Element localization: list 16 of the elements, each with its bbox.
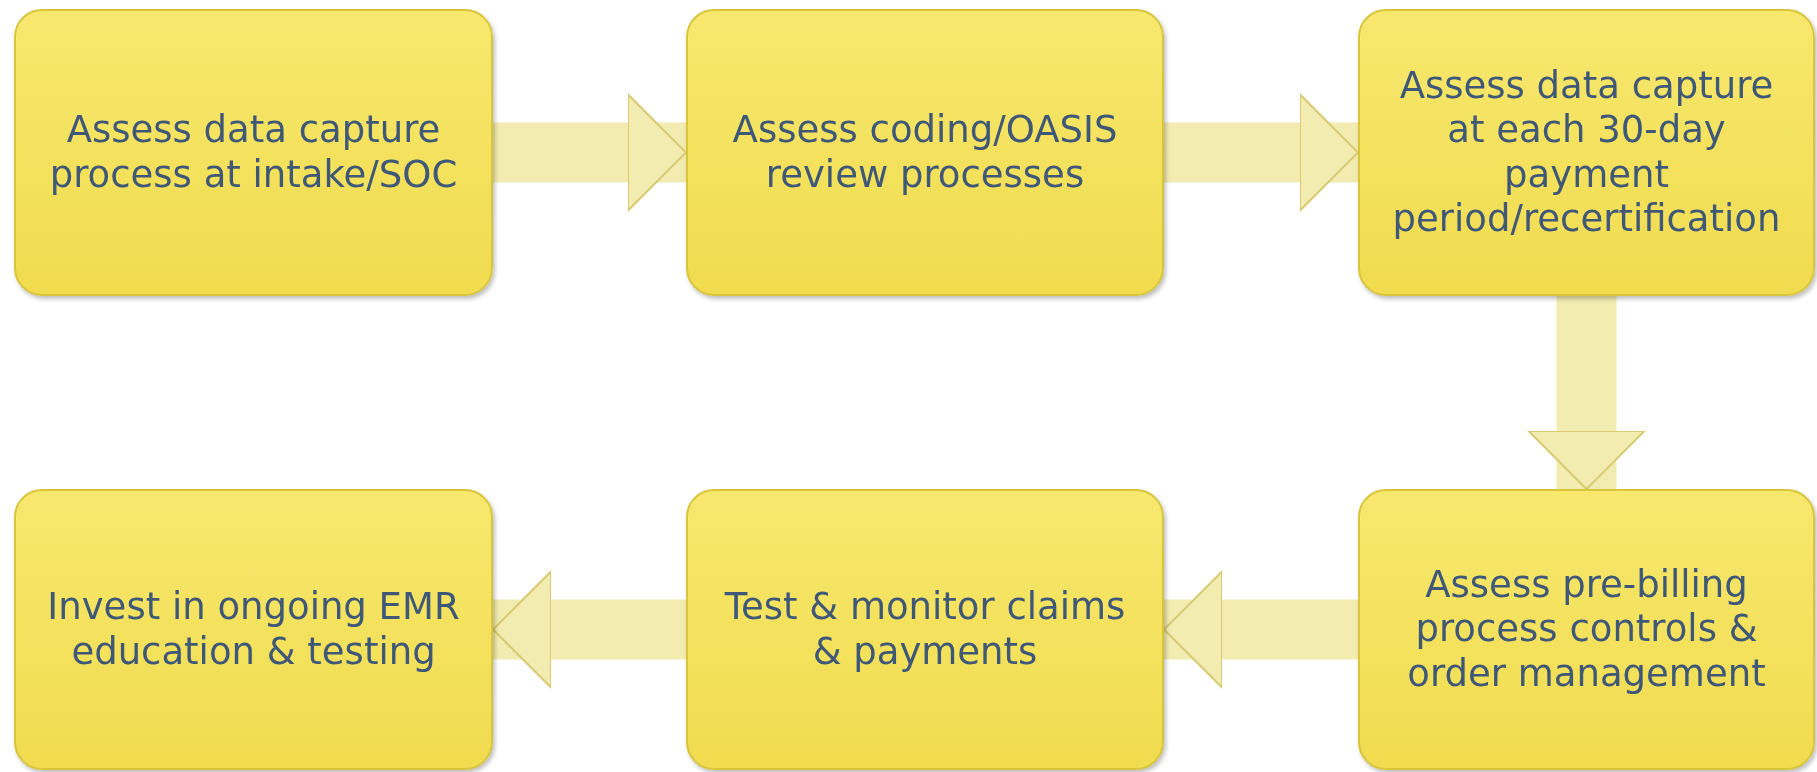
- process-box: [1358, 489, 1815, 770]
- block-arrow: [1163, 570, 1358, 689]
- process-box: [686, 489, 1164, 770]
- process-box: [14, 489, 493, 770]
- block-arrow: [493, 93, 687, 212]
- process-box: [686, 9, 1164, 296]
- step-text: Invest in ongoing EMR education & testing: [46, 585, 461, 674]
- step-text: Assess data capture at each 30-day payment period/recertification: [1391, 63, 1782, 242]
- block-arrow: [1164, 93, 1359, 212]
- step-text: Assess data capture process at intake/SOC: [48, 108, 459, 197]
- step-text: Assess pre-billing process controls & order management: [1406, 562, 1767, 697]
- process-box: [1358, 9, 1815, 296]
- step-text: Assess coding/OASIS review processes: [731, 108, 1119, 197]
- step-text: Test & monitor claims & payments: [723, 585, 1127, 674]
- block-arrow: [1527, 296, 1646, 490]
- process-box: [14, 9, 493, 296]
